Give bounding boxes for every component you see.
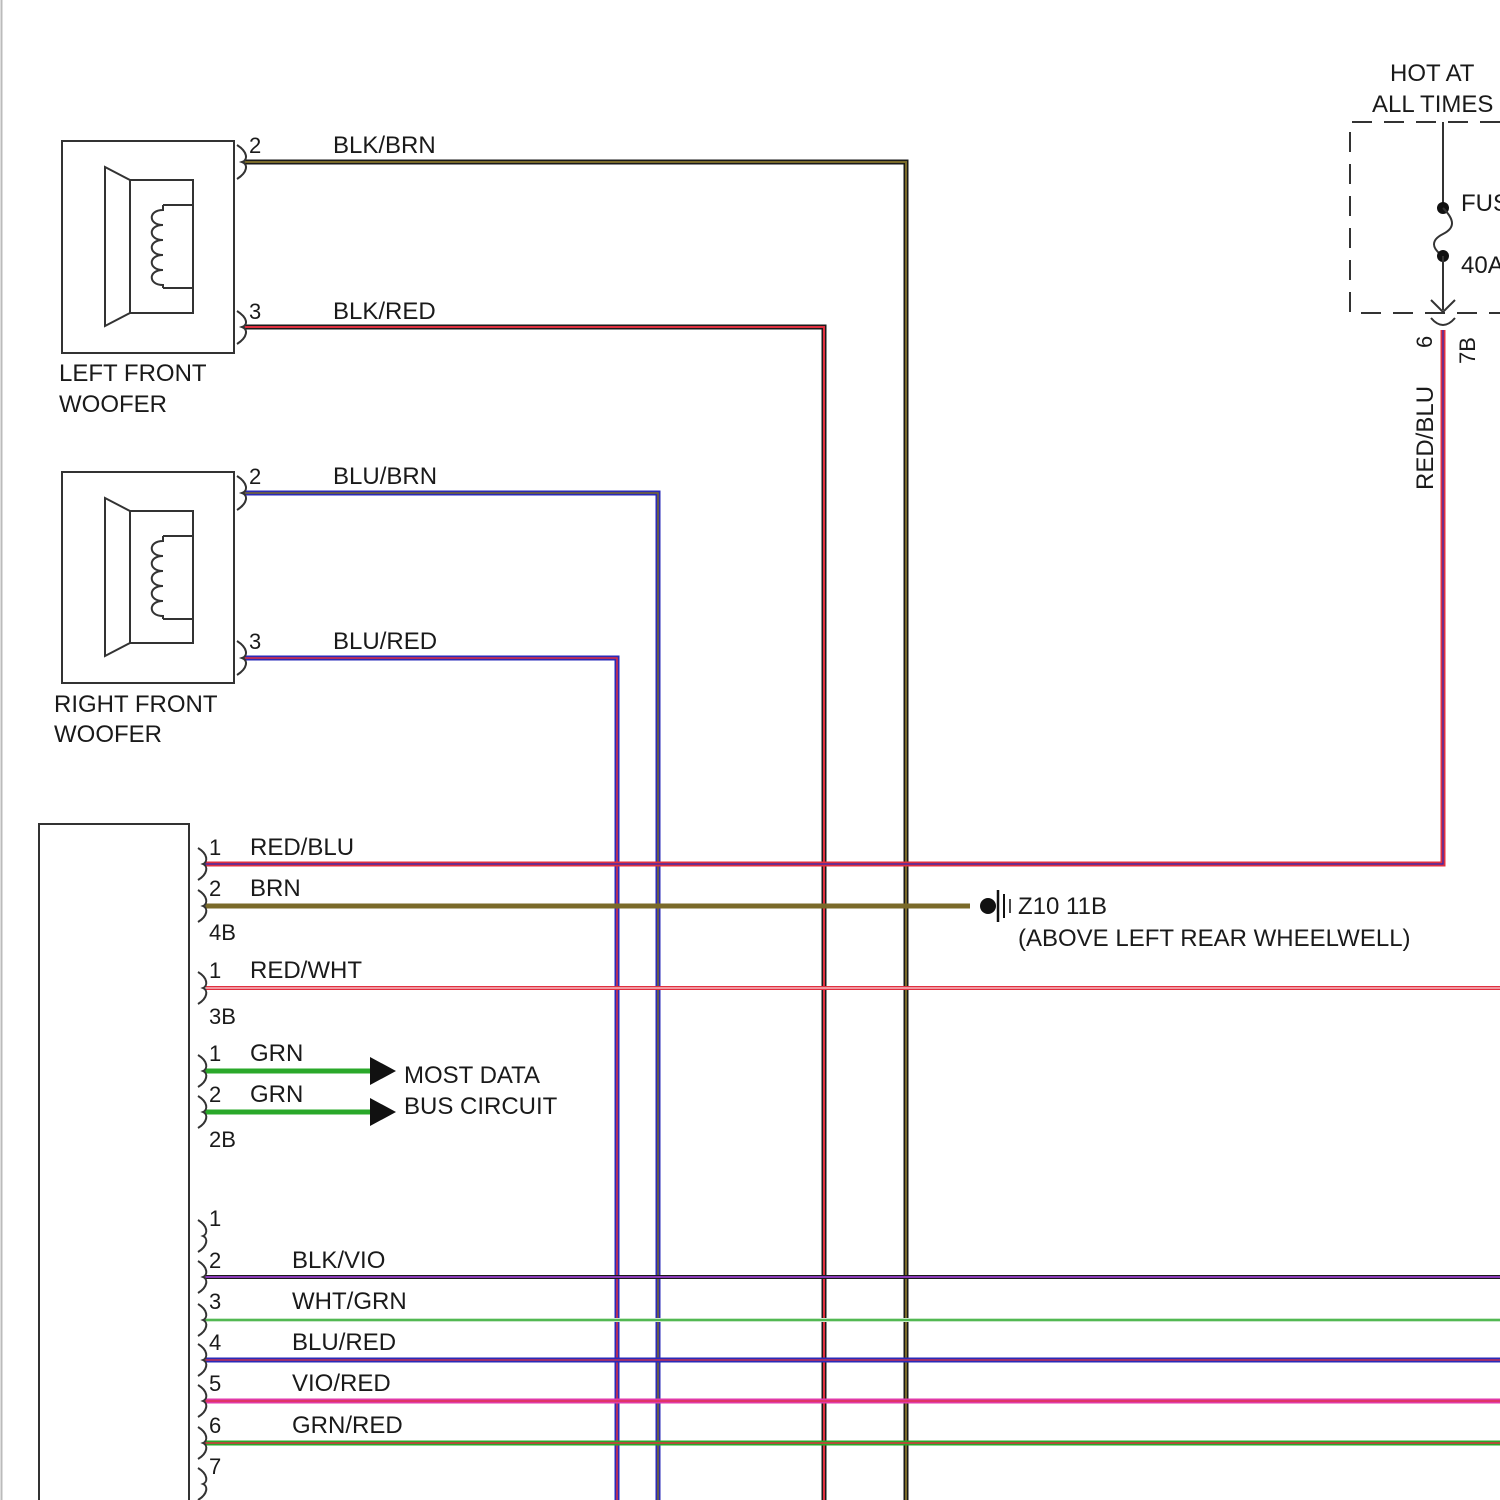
connector-pin-6: 6: [1412, 336, 1437, 348]
power-distribution-box: HOT AT ALL TIMES FUS 40A 6 7B RED/BLU: [1350, 60, 1500, 490]
wire-label: BLU/RED: [292, 1329, 396, 1356]
component-name: WOOFER: [59, 391, 167, 418]
bus-arrow-icon: [370, 1057, 396, 1085]
pin-number: 2: [209, 1248, 221, 1273]
wire-label: BLK/BRN: [333, 132, 436, 159]
wire-label: BRN: [250, 875, 301, 902]
pin-number: 2: [249, 464, 261, 489]
ground-point: Z10 11B (ABOVE LEFT REAR WHEELWELL): [980, 890, 1411, 952]
component-name: WOOFER: [54, 721, 162, 748]
connector-7b-label: 7B: [1455, 337, 1480, 364]
ground-id: Z10 11B: [1018, 893, 1107, 920]
wire-blk-red: [244, 327, 824, 1500]
connector-pin-icon: [198, 890, 206, 922]
connector-pin-icon: [198, 1385, 206, 1417]
pin-number: 1: [209, 835, 221, 860]
pin-number: 6: [209, 1413, 221, 1438]
wire-label: RED/BLU: [250, 834, 354, 861]
connector-pin-icon: [198, 1055, 206, 1087]
pin-number: 1: [209, 1206, 221, 1231]
pin-number: 3: [209, 1289, 221, 1314]
fuse-rating: 40A: [1461, 252, 1500, 279]
connector-name: 4B: [209, 920, 236, 945]
wire-label: BLU/RED: [333, 628, 437, 655]
component-name: LEFT FRONT: [59, 360, 207, 387]
all-times-label: ALL TIMES: [1372, 91, 1493, 118]
woofer-box: [62, 141, 234, 353]
ground-splice-dot: [980, 898, 996, 914]
connector-pin-icon: [198, 1096, 206, 1128]
amplifier-box: [39, 824, 189, 1500]
fuse-icon: [1434, 208, 1452, 256]
woofer-box: [62, 472, 234, 683]
wire-label: GRN/RED: [292, 1412, 403, 1439]
left-front-woofer: 2 BLK/BRN 3 BLK/RED LEFT FRONT WOOFER: [59, 132, 436, 418]
connector-pin-icon: [198, 1304, 206, 1336]
pin-number: 2: [209, 876, 221, 901]
ground-location: (ABOVE LEFT REAR WHEELWELL): [1018, 925, 1411, 952]
pin-number: 7: [209, 1454, 221, 1479]
fuse-label: FUS: [1461, 190, 1500, 217]
wire-label: BLU/BRN: [333, 463, 437, 490]
pin-number: 3: [249, 629, 261, 654]
pin-number: 2: [209, 1082, 221, 1107]
pin-number: 4: [209, 1330, 221, 1355]
wire-label-red-blu-vertical: RED/BLU: [1412, 386, 1439, 490]
connector-pin-icon: [198, 1220, 206, 1252]
connector-name: 3B: [209, 1004, 236, 1029]
connector-pin-icon: [198, 972, 206, 1004]
right-front-woofer: 2 BLU/BRN 3 BLU/RED RIGHT FRONT WOOFER: [54, 463, 437, 748]
wire-label: GRN: [250, 1040, 303, 1067]
connector-pin-icon: [198, 1261, 206, 1293]
pin-number: 3: [249, 299, 261, 324]
fuse-box-dashed-outline: [1350, 122, 1500, 313]
connector-pin-icon: [198, 848, 206, 880]
pin-number: 2: [249, 133, 261, 158]
wire-blk-red-stripe: [244, 327, 824, 1500]
bus-label: MOST DATA: [404, 1062, 540, 1089]
wire-label: RED/WHT: [250, 957, 362, 984]
hot-at-label: HOT AT: [1390, 60, 1475, 87]
bus-arrow-icon: [370, 1098, 396, 1126]
connector-pin-icon: [198, 1427, 206, 1459]
connector-pin-icon: [198, 1468, 206, 1500]
wire-label: WHT/GRN: [292, 1288, 407, 1315]
bus-label: BUS CIRCUIT: [404, 1093, 558, 1120]
wire-label: BLK/RED: [333, 298, 436, 325]
wire-label: VIO/RED: [292, 1370, 391, 1397]
connector-6-7b-icon: [1431, 318, 1455, 325]
pin-number: 1: [209, 958, 221, 983]
pin-number: 1: [209, 1041, 221, 1066]
component-name: RIGHT FRONT: [54, 691, 218, 718]
connector-name: 2B: [209, 1127, 236, 1152]
connector-pin-3-icon: [237, 311, 246, 344]
connector-pin-icon: [198, 1344, 206, 1376]
wire-label: BLK/VIO: [292, 1247, 385, 1274]
pin-number: 5: [209, 1371, 221, 1396]
wire-label: GRN: [250, 1081, 303, 1108]
